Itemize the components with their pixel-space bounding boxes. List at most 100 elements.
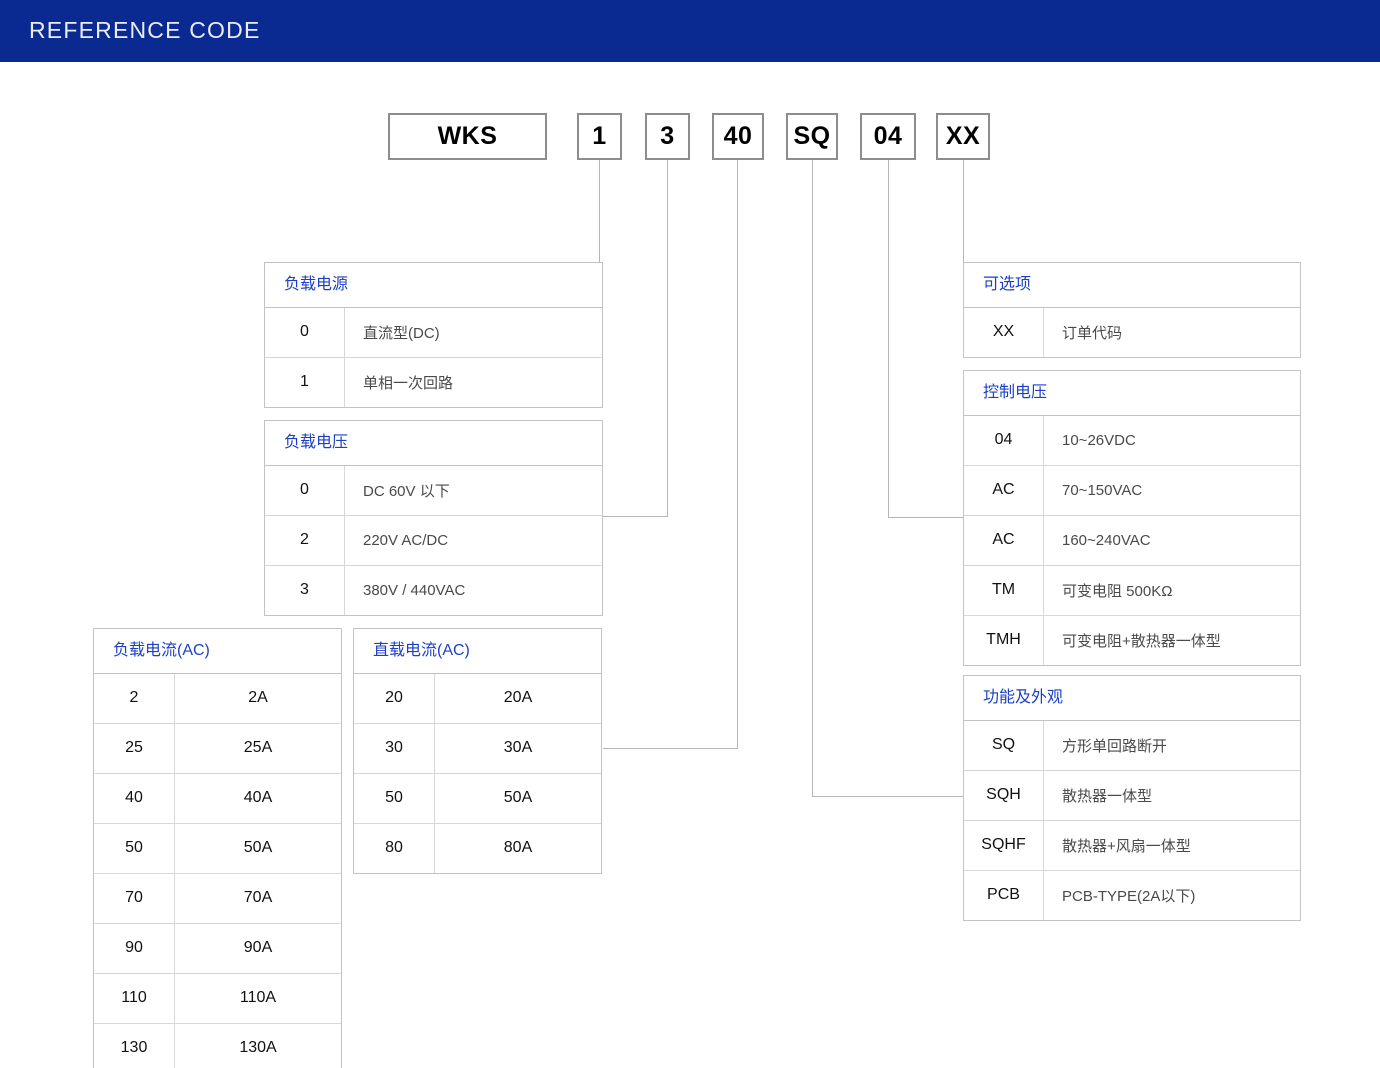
row-code: 70: [94, 873, 175, 923]
row-desc: 可变电阻 500KΩ: [1062, 582, 1173, 600]
code-box-series: WKS: [388, 113, 547, 160]
code-box-option: XX: [936, 113, 990, 160]
row-desc: 50A: [243, 839, 273, 857]
connector-load-voltage-vertical: [667, 160, 668, 517]
row-code: 90: [94, 923, 175, 973]
row-code: 2: [265, 515, 345, 565]
connector-load-power-vertical: [599, 160, 600, 262]
table-row: 50 50A: [94, 823, 341, 874]
row-code: 3: [265, 565, 345, 615]
row-code: 25: [94, 723, 175, 773]
table-option-title: 可选项: [964, 263, 1300, 308]
table-control-voltage: 控制电压 04 10~26VDC AC 70~150VAC AC 160~240…: [963, 370, 1301, 666]
table-row: 50 50A: [354, 773, 601, 824]
table-load-current-ac: 负载电流(AC) 2 2A 25 25A 40 40A 50 50A 70 70…: [93, 628, 342, 1068]
row-code: 30: [354, 723, 435, 773]
table-row: TMH 可变电阻+散热器一体型: [964, 615, 1300, 665]
table-row: SQ 方形单回路断开: [964, 720, 1300, 771]
row-desc: 70A: [243, 889, 273, 907]
row-desc: 可变电阻+散热器一体型: [1062, 632, 1221, 650]
row-desc: 90A: [243, 939, 273, 957]
connector-load-voltage-horizontal: [603, 516, 668, 517]
row-desc: 25A: [243, 739, 273, 757]
table-row: 0 直流型(DC): [265, 307, 602, 358]
table-control-voltage-title: 控制电压: [964, 371, 1300, 416]
row-desc: 散热器+风扇一体型: [1062, 837, 1191, 855]
connector-option-vertical: [963, 160, 964, 263]
row-code: 20: [354, 673, 435, 723]
table-load-voltage: 负载电压 0 DC 60V 以下 2 220V AC/DC 3 380V / 4…: [264, 420, 603, 616]
table-row: 2 2A: [94, 673, 341, 724]
row-code: 1: [265, 357, 345, 407]
row-desc: 10~26VDC: [1062, 431, 1136, 449]
code-box-load-voltage: 3: [645, 113, 690, 160]
table-row: 20 20A: [354, 673, 601, 724]
row-desc: 380V / 440VAC: [363, 581, 466, 599]
table-load-voltage-title: 负载电压: [265, 421, 602, 466]
row-desc: 220V AC/DC: [363, 531, 449, 549]
table-row: 30 30A: [354, 723, 601, 774]
row-desc: 单相一次回路: [363, 374, 454, 392]
row-code: 80: [354, 823, 435, 873]
row-code: SQH: [964, 770, 1044, 820]
row-code: PCB: [964, 870, 1044, 920]
connector-function-appearance-horizontal: [812, 796, 964, 797]
table-row: 110 110A: [94, 973, 341, 1024]
table-row: 40 40A: [94, 773, 341, 824]
table-row: TM 可变电阻 500KΩ: [964, 565, 1300, 616]
row-code: 0: [265, 307, 345, 357]
row-desc: 80A: [503, 839, 533, 857]
row-desc: 160~240VAC: [1062, 531, 1151, 549]
row-code: 04: [964, 415, 1044, 465]
row-desc: 20A: [503, 689, 533, 707]
table-row: 0 DC 60V 以下: [265, 465, 602, 516]
row-desc: 70~150VAC: [1062, 481, 1143, 499]
connector-function-appearance-vertical: [812, 160, 813, 797]
table-row: XX 订单代码: [964, 307, 1300, 357]
table-function-appearance-title: 功能及外观: [964, 676, 1300, 721]
table-load-power-title: 负载电源: [265, 263, 602, 308]
table-row: 80 80A: [354, 823, 601, 873]
row-desc: 30A: [503, 739, 533, 757]
row-code: 50: [354, 773, 435, 823]
row-code: 0: [265, 465, 345, 515]
table-row: 25 25A: [94, 723, 341, 774]
page-banner: REFERENCE CODE: [0, 0, 1380, 62]
row-code: 40: [94, 773, 175, 823]
row-desc: DC 60V 以下: [363, 482, 450, 500]
connector-load-current-vertical: [737, 160, 738, 749]
code-box-load-current: 40: [712, 113, 764, 160]
code-box-load-power: 1: [577, 113, 622, 160]
row-desc: 130A: [239, 1039, 277, 1057]
row-desc: 散热器一体型: [1062, 787, 1153, 805]
table-row: 04 10~26VDC: [964, 415, 1300, 466]
code-box-function-appearance: SQ: [786, 113, 838, 160]
row-desc: 50A: [503, 789, 533, 807]
row-code: SQHF: [964, 820, 1044, 870]
table-row: SQHF 散热器+风扇一体型: [964, 820, 1300, 871]
connector-control-voltage-vertical: [888, 160, 889, 518]
table-row: 90 90A: [94, 923, 341, 974]
row-code: 50: [94, 823, 175, 873]
row-code: AC: [964, 515, 1044, 565]
row-code: XX: [964, 307, 1044, 357]
table-row: 130 130A: [94, 1023, 341, 1068]
table-option: 可选项 XX 订单代码: [963, 262, 1301, 358]
row-code: 130: [94, 1023, 175, 1068]
row-code: TMH: [964, 615, 1044, 665]
row-code: AC: [964, 465, 1044, 515]
row-desc: 方形单回路断开: [1062, 737, 1168, 755]
table-row: 2 220V AC/DC: [265, 515, 602, 566]
row-desc: PCB-TYPE(2A以下): [1062, 887, 1196, 905]
row-code: TM: [964, 565, 1044, 615]
table-direct-current-ac-title: 直载电流(AC): [354, 629, 601, 674]
table-row: 1 单相一次回路: [265, 357, 602, 407]
row-desc: 订单代码: [1062, 324, 1123, 342]
connector-load-current-horizontal: [603, 748, 738, 749]
row-desc: 40A: [243, 789, 273, 807]
table-function-appearance: 功能及外观 SQ 方形单回路断开 SQH 散热器一体型 SQHF 散热器+风扇一…: [963, 675, 1301, 921]
table-row: PCB PCB-TYPE(2A以下): [964, 870, 1300, 920]
row-code: 110: [94, 973, 175, 1023]
table-row: 70 70A: [94, 873, 341, 924]
